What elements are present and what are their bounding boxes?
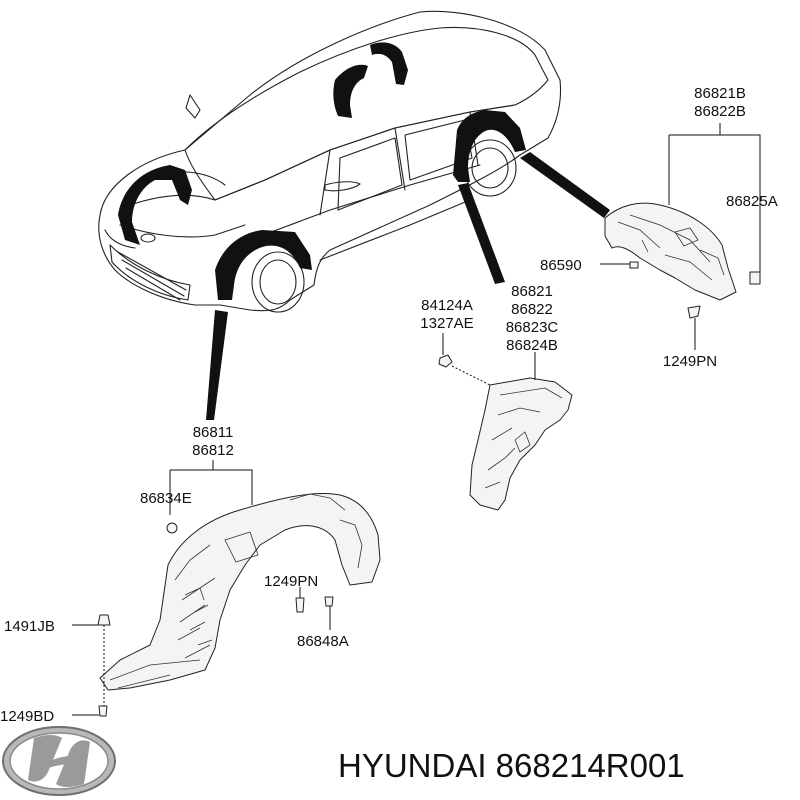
label-rear-main-1: 86821B: [694, 85, 746, 102]
nut-icon: [438, 354, 453, 368]
leader-lines: [72, 123, 761, 716]
label-mid-main-2: 86822: [511, 301, 553, 318]
label-rear-clip: 86825A: [726, 193, 778, 210]
rear-liner-part: [604, 202, 761, 319]
label-rear-main-2: 86822B: [694, 103, 746, 120]
part-labels: 86821B 86822B 86825A 86590 1249PN 84124A…: [0, 85, 778, 725]
bolt-icon: [687, 305, 701, 319]
clip-icon: [749, 271, 761, 285]
bolt-icon: [295, 597, 305, 613]
label-mid-main-4: 86824B: [506, 337, 558, 354]
label-mid-nut-1: 84124A: [421, 297, 473, 314]
clip-icon: [166, 522, 178, 534]
mid-liner-part: [438, 354, 573, 511]
label-front-bottom-bolt: 1249BD: [0, 708, 54, 725]
stud-icon: [97, 614, 111, 626]
hyundai-logo-icon: [2, 726, 116, 796]
label-rear-screw: 86590: [540, 257, 582, 274]
label-mid-main-3: 86823C: [506, 319, 559, 336]
label-mid-nut-2: 1327AE: [420, 315, 473, 332]
label-front-stud: 1491JB: [4, 618, 55, 635]
label-front-main-2: 86812: [192, 442, 234, 459]
bolt-icon: [98, 705, 108, 717]
label-front-bolt: 1249PN: [264, 573, 318, 590]
label-front-clip: 86834E: [140, 490, 192, 507]
screw-icon: [629, 261, 639, 269]
label-front-main-1: 86811: [193, 424, 234, 441]
car-illustration: [98, 10, 610, 420]
label-rear-bolt: 1249PN: [663, 353, 717, 370]
label-front-screw: 86848A: [297, 633, 349, 650]
screw-icon: [324, 596, 334, 607]
front-liner-part: [97, 493, 381, 717]
part-number-title: HYUNDAI 868214R001: [338, 747, 685, 784]
label-mid-main-1: 86821: [511, 283, 553, 300]
